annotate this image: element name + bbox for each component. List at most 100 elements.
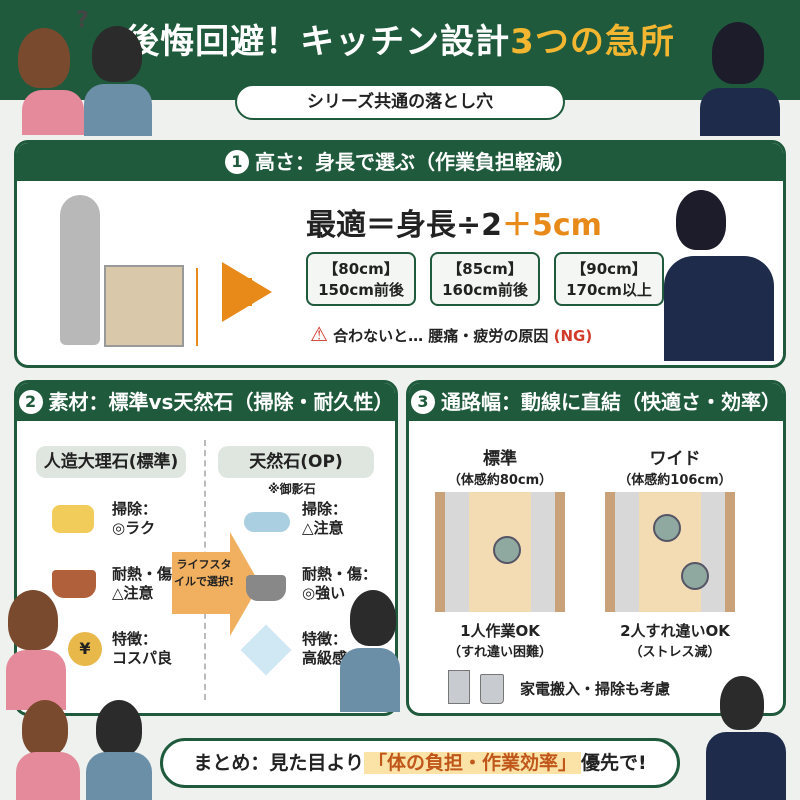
formula-main: 最適＝身長÷2	[306, 208, 503, 243]
section-title: 素材：標準vs天然石（掃除・耐久性）	[48, 390, 394, 414]
summary-banner: まとめ：見た目より「体の負担・作業効率」優先で!	[160, 738, 680, 788]
item-key: 耐熱・傷：	[302, 565, 378, 583]
right-item-clean: 掃除：△注意	[302, 500, 347, 538]
man-illustration-3	[96, 700, 142, 756]
man-illustration	[92, 26, 142, 82]
advisor-body	[700, 88, 780, 136]
standard-title: 標準	[483, 449, 517, 469]
choice-arrow-text: ライフスタイルで選択!	[173, 558, 235, 588]
item-value: ◎ラク	[112, 519, 156, 537]
formula-plus: ＋5cm	[502, 208, 602, 243]
section-title: 通路幅：動線に直結（快適さ・効率）	[441, 390, 781, 414]
item-key: 掃除：	[112, 500, 158, 518]
advisor-man-body	[706, 732, 786, 800]
woman-illustration	[18, 28, 70, 88]
advisor-body-2	[664, 256, 774, 361]
option-body: 150cm前後	[318, 281, 404, 299]
right-item-feature: 特徴：高級感	[302, 630, 347, 668]
standard-result-text: 1人作業OK	[460, 622, 540, 640]
height-options: 【80cm】150cm前後 【85cm】 160cm前後 【90cm】 170cm以…	[306, 252, 664, 306]
coins-icon: ¥	[68, 632, 102, 666]
option-90: 【90cm】 170cm以上	[554, 252, 664, 306]
wide-result-text: 2人すれ違いOK	[620, 622, 730, 640]
standard-width: （体感約80cm）	[447, 473, 553, 488]
arrow-shaft	[222, 278, 252, 306]
section-number: 1	[225, 150, 249, 174]
standard-label: 標準 （体感約80cm）	[430, 444, 570, 488]
advisor-man-illustration	[720, 676, 764, 730]
man-body	[84, 84, 152, 136]
summary-highlight: 「体の負担・作業効率」	[363, 752, 581, 774]
item-value: コスパ良	[112, 649, 173, 667]
water-spill-icon	[244, 512, 290, 532]
steel-pot-icon	[246, 575, 286, 601]
item-key: 掃除：	[302, 500, 348, 518]
pot-icon	[52, 570, 96, 598]
summary-prefix: まとめ：見た目より	[193, 752, 364, 774]
counter-right	[701, 492, 725, 612]
summary-suffix: 優先で!	[580, 752, 647, 774]
tag-natural-stone: 天然石(OP)	[218, 446, 374, 478]
standard-note: （すれ違い困難）	[447, 645, 552, 660]
person-topview-icon	[493, 536, 521, 564]
fridge-icon	[448, 670, 470, 704]
page-title: 後悔回避！キッチン設計3つの急所	[0, 14, 800, 63]
choice-arrow	[172, 552, 230, 614]
counter-icon	[104, 265, 184, 347]
option-body: 170cm以上	[566, 281, 652, 299]
woman-body-3	[16, 752, 80, 800]
left-item-feature: 特徴：コスパ良	[112, 630, 172, 668]
counter-right	[531, 492, 555, 612]
warning-icon: ⚠	[310, 322, 328, 346]
option-height: 【85cm】	[447, 260, 523, 278]
wide-result: 2人すれ違いOK （ストレス減）	[595, 620, 755, 660]
advisor-illustration	[712, 22, 764, 84]
wide-title: ワイド	[649, 449, 701, 469]
person-topview-icon	[653, 514, 681, 542]
section-number: 2	[18, 390, 43, 414]
advisor-illustration-2	[676, 190, 726, 250]
warning-ng: (NG)	[553, 327, 593, 345]
warning-text: 合わないと… 腰痛・疲労の原因	[333, 327, 549, 345]
option-body: 160cm前後	[442, 281, 528, 299]
man-body-2	[340, 648, 400, 712]
wide-label: ワイド（体感約106cm）	[600, 444, 750, 488]
item-key: 特徴：	[302, 630, 348, 648]
title-highlight: 3つの急所	[510, 22, 675, 62]
item-value: 高級感	[302, 649, 348, 667]
aisle-footer: 家電搬入・掃除も考慮	[520, 680, 671, 698]
height-indicator	[196, 268, 198, 346]
wide-note: （ストレス減）	[629, 645, 721, 660]
title-main: 後悔回避！キッチン設計	[125, 22, 511, 62]
left-item-clean: 掃除：◎ラク	[112, 500, 157, 538]
item-value: △注意	[112, 584, 154, 602]
option-height: 【90cm】	[571, 260, 647, 278]
option-85: 【85cm】 160cm前後	[430, 252, 540, 306]
person-silhouette-icon	[60, 195, 100, 345]
standard-result: 1人作業OK （すれ違い困難）	[425, 620, 575, 660]
sponge-icon	[52, 505, 94, 533]
right-item-heat: 耐熱・傷：◎強い	[302, 565, 377, 603]
section-title: 高さ：身長で選ぶ（作業負担軽減）	[255, 150, 575, 174]
woman-body-2	[6, 650, 66, 710]
formula: 最適＝身長÷2＋5cm	[306, 200, 602, 244]
trash-can-icon	[480, 674, 504, 704]
person-topview-icon	[681, 562, 709, 590]
woman-illustration-2	[8, 590, 58, 650]
counter-left	[445, 492, 469, 612]
section-number: 3	[411, 390, 435, 414]
natural-stone-note: ※御影石	[268, 482, 316, 496]
standard-floor-plan	[435, 492, 565, 612]
item-key: 耐熱・傷	[112, 565, 173, 583]
warning: ⚠ 合わないと… 腰痛・疲労の原因 (NG)	[310, 322, 592, 346]
subtitle: シリーズ共通の落とし穴	[235, 84, 565, 120]
tag-artificial-marble: 人造大理石(標準)	[36, 446, 186, 478]
option-80: 【80cm】150cm前後	[306, 252, 416, 306]
woman-body	[22, 90, 84, 135]
item-key: 特徴：	[112, 630, 158, 648]
item-value: ◎強い	[302, 584, 346, 602]
man-body-3	[86, 752, 152, 800]
